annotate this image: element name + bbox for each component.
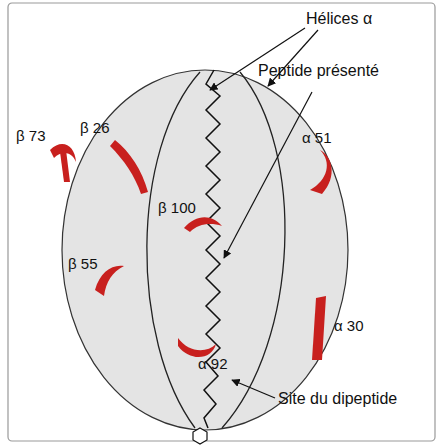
residue-label: β 100	[158, 200, 196, 217]
residue-label: α 30	[334, 318, 364, 335]
residue-label: α 92	[198, 356, 228, 373]
molecule-outline	[62, 70, 348, 430]
callout-label: Site du dipeptide	[278, 390, 397, 408]
callout-label: Peptide présenté	[258, 62, 379, 80]
callout-label: Hélices α	[306, 10, 372, 28]
leader-dipeptide	[232, 380, 275, 398]
residue-label: β 73	[16, 128, 45, 145]
residue-label: β 55	[68, 256, 97, 273]
leader-peptide	[224, 92, 312, 258]
dipeptide-ring	[193, 428, 207, 444]
helix-right	[222, 72, 285, 428]
residue-label: β 26	[80, 120, 109, 137]
presented-peptide	[204, 70, 220, 428]
frame	[8, 3, 435, 441]
residues	[50, 140, 332, 360]
helix-left	[147, 72, 200, 428]
residue-label: α 51	[302, 130, 332, 147]
leader-helix-left	[210, 28, 305, 90]
